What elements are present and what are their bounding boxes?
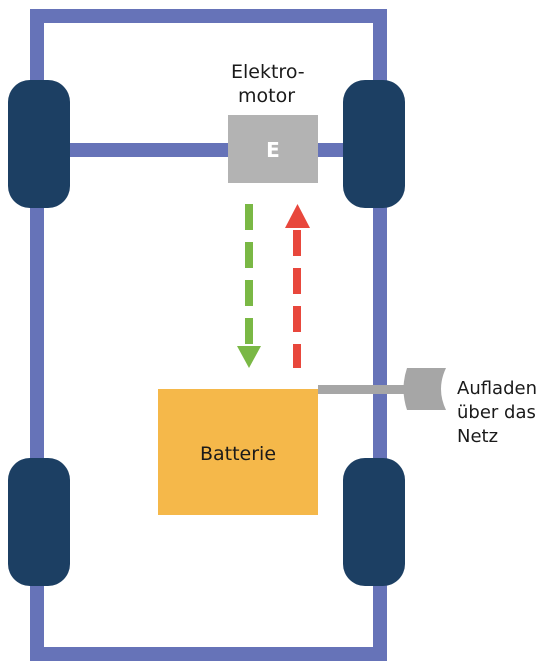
charging-plug-icon <box>403 368 446 410</box>
vehicle-frame <box>30 9 387 661</box>
arrow-down-head <box>237 346 261 368</box>
arrow-up-head <box>285 204 310 228</box>
battery-label: Batterie <box>200 443 276 465</box>
motor-box-letter: E <box>266 138 280 162</box>
battery-box <box>158 389 318 515</box>
motor-label-line2: motor <box>238 85 296 107</box>
charging-label-line2: über das <box>457 402 536 423</box>
charging-cable <box>318 385 414 394</box>
charging-label-line3: Netz <box>457 426 499 447</box>
motor-box <box>228 115 318 183</box>
wheel-front-right <box>343 80 405 208</box>
motor-label-line1: Elektro- <box>231 61 305 83</box>
charging-label-line1: Aufladen <box>457 378 537 399</box>
wheel-front-left <box>8 80 70 208</box>
wheel-rear-left <box>8 458 70 586</box>
wheel-rear-right <box>343 458 405 586</box>
